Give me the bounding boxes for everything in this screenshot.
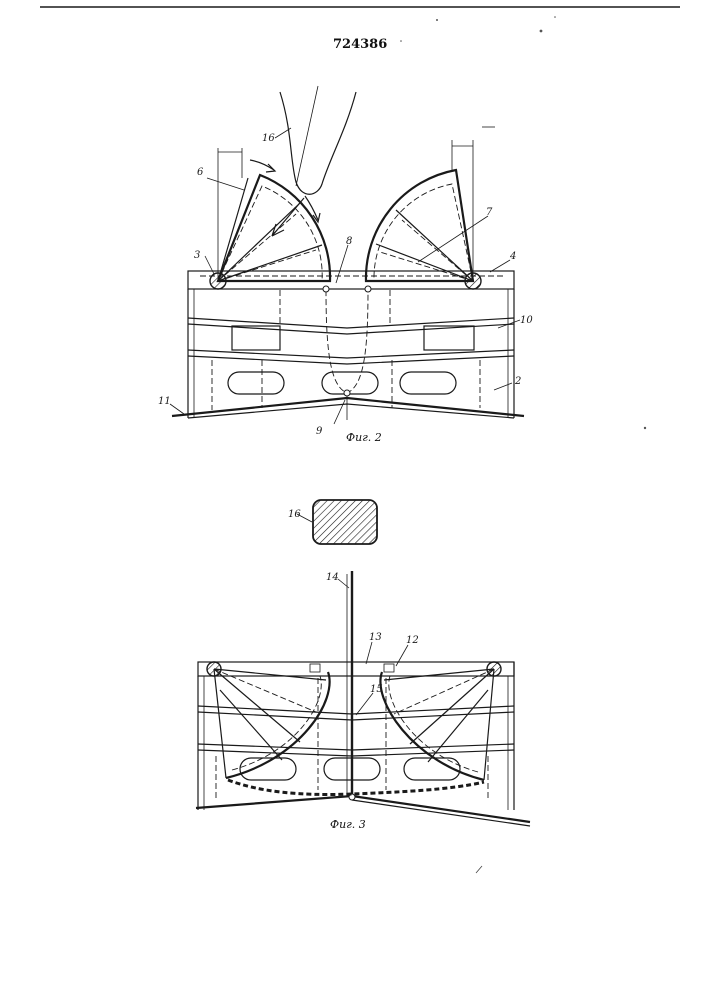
chain-fig3 [228,780,484,794]
figure-2: 16 6 3 8 7 4 10 2 11 9 Фиг. 2 [158,86,533,444]
label-11: 11 [158,396,171,407]
chain-8 [323,286,371,396]
ram-outline [280,92,356,194]
frame-fig3 [196,662,530,826]
right-sector-door [366,170,473,281]
patent-number: 724386 [333,37,387,52]
label-7: 7 [486,207,493,218]
left-sector-door [218,175,330,281]
label-13: 13 [369,632,382,643]
label-6: 6 [197,167,204,178]
figure-3-caption: Фиг. 3 [330,818,366,831]
label-3: 3 [194,250,200,261]
figure-3: 16 14 [196,500,530,831]
left-door-open [207,662,330,778]
ram-block-16 [313,500,377,544]
ram-axis [296,86,318,186]
label-14: 14 [326,572,339,583]
label-4: 4 [509,251,516,262]
scan-noise [400,16,646,873]
label-16: 16 [262,133,275,144]
label-10: 10 [520,315,533,326]
label-12: 12 [406,635,419,646]
force-arrow [272,198,304,236]
label-8: 8 [346,236,352,247]
right-door-open [380,662,501,780]
rotation-arrow-top [250,160,274,170]
hinge-4 [465,273,481,289]
label-2: 2 [514,376,521,387]
label-9: 9 [316,426,323,437]
hinge-3 [210,273,226,289]
label-16-fig3: 16 [288,509,301,520]
figure-2-caption: Фиг. 2 [346,431,382,444]
label-15: 15 [370,684,383,695]
frame-structure [172,271,524,420]
